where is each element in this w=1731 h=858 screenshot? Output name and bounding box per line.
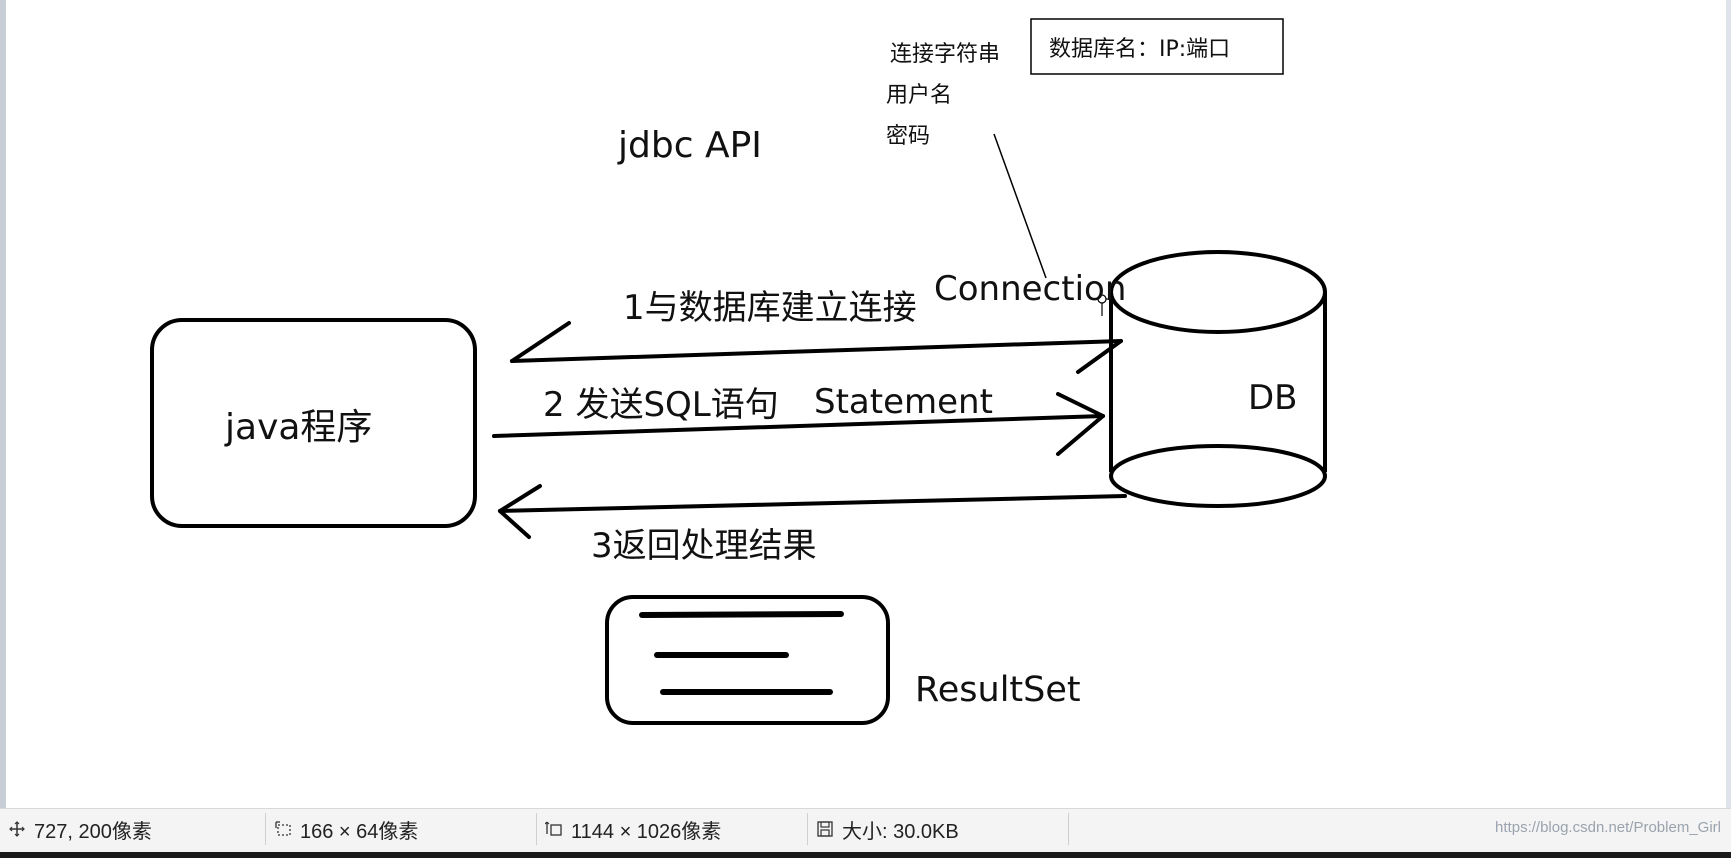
step2-label: 2 发送SQL语句 bbox=[543, 385, 779, 425]
db-info-box bbox=[1030, 18, 1284, 75]
selection-size-text: 166 × 64像素 bbox=[300, 820, 419, 843]
selection-rect-icon bbox=[274, 820, 292, 838]
username-label: 用户名 bbox=[886, 83, 953, 108]
password-label: 密码 bbox=[886, 124, 931, 149]
arrow-statement bbox=[492, 392, 1105, 456]
right-window-border bbox=[1726, 0, 1731, 808]
file-size-text: 大小: 30.0KB bbox=[842, 820, 959, 843]
arrow-connection bbox=[510, 321, 1123, 374]
db-cylinder bbox=[1109, 250, 1327, 508]
left-window-border bbox=[0, 0, 6, 808]
java-program-label: java程序 bbox=[225, 407, 373, 448]
image-size-text: 1144 × 1026像素 bbox=[571, 820, 722, 843]
status-selection-size: 166 × 64像素 bbox=[266, 809, 536, 849]
status-bar: 727, 200像素 166 × 64像素 bbox=[0, 808, 1731, 858]
jdbc-api-label: jdbc API bbox=[618, 125, 762, 166]
db-label: DB bbox=[1248, 378, 1298, 418]
csdn-watermark: https://blog.csdn.net/Problem_Girl bbox=[1495, 819, 1721, 836]
save-disk-icon bbox=[816, 820, 834, 838]
move-crosshair-icon bbox=[8, 820, 26, 838]
drawing-canvas[interactable]: jdbc API 连接字符串 用户名 密码 数据库名：IP:端口 1与数据库建立… bbox=[6, 0, 1726, 808]
java-program-box bbox=[150, 318, 477, 528]
arrow-result bbox=[498, 484, 1127, 539]
image-size-icon bbox=[544, 820, 563, 838]
bottom-edge bbox=[0, 852, 1731, 858]
status-file-size: 大小: 30.0KB bbox=[808, 809, 1068, 849]
status-image-size: 1144 × 1026像素 bbox=[537, 809, 807, 849]
resultset-box bbox=[605, 595, 890, 725]
cursor-position-text: 727, 200像素 bbox=[34, 820, 152, 843]
step1-label: 1与数据库建立连接 bbox=[623, 288, 917, 328]
resultset-label: ResultSet bbox=[915, 670, 1081, 710]
diagram-strokes bbox=[150, 18, 1327, 725]
text-cursor-icon bbox=[1096, 294, 1108, 316]
statement-label: Statement bbox=[814, 382, 993, 422]
conn-string-label: 连接字符串 bbox=[890, 42, 1001, 67]
connection-pointer-line bbox=[993, 133, 1047, 279]
db-info-label: 数据库名：IP:端口 bbox=[1049, 37, 1231, 62]
step3-label: 3返回处理结果 bbox=[591, 526, 817, 566]
connection-label: Connection bbox=[934, 269, 1127, 309]
status-cursor-position: 727, 200像素 bbox=[0, 809, 265, 849]
